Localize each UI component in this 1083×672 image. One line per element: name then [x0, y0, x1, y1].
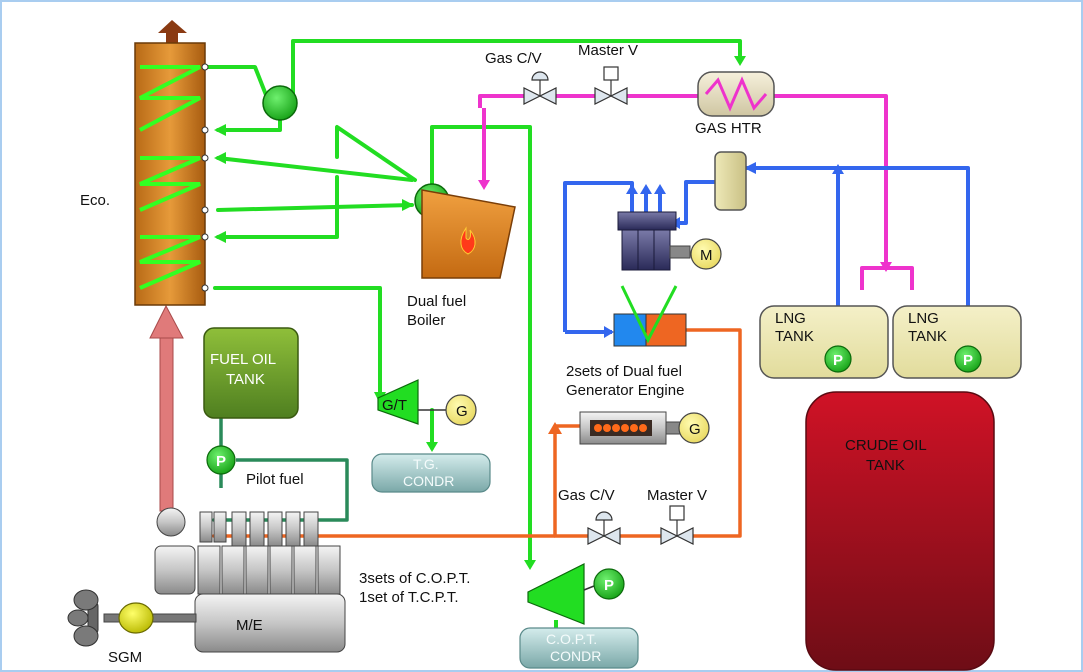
copt-label-1: 3sets of C.O.P.T. [359, 570, 470, 587]
crude-oil-tank-label-1: CRUDE OIL [845, 437, 927, 454]
eco-label: Eco. [80, 192, 110, 209]
tg-condr-label-1: T.G. [413, 456, 439, 472]
lng-pump-1-label: P [833, 352, 843, 369]
lng-tank-1 [759, 305, 889, 379]
pilot-fuel-label: Pilot fuel [246, 471, 304, 488]
pilot-pump-icon[interactable] [206, 445, 236, 475]
economizer [134, 20, 209, 306]
main-engine [103, 507, 346, 653]
gas-htr-label: GAS HTR [695, 120, 762, 137]
gas-cv-bottom-label: Gas C/V [558, 487, 615, 504]
pilot-fuel-line [214, 418, 349, 522]
copt-pump-label: P [604, 577, 614, 594]
steam-drum-icon [262, 85, 298, 121]
lng-tank-1-label-1: LNG [775, 310, 806, 327]
lng-pump-2-icon[interactable] [954, 345, 982, 373]
motor-label: M [700, 247, 713, 264]
flame-icon [460, 226, 476, 255]
generator-g2-icon [678, 412, 710, 444]
master-v-top-label: Master V [578, 42, 638, 59]
df-fuel-mixer-icon [613, 285, 687, 347]
tg-condr-label-2: CONDR [403, 473, 454, 489]
propeller-icon [67, 589, 99, 647]
master-v-bottom-label: Master V [647, 487, 707, 504]
fuel-oil-tank [203, 327, 299, 419]
chimney-arrow-icon [158, 20, 187, 33]
crude-oil-tank-label-2: TANK [866, 457, 905, 474]
gas-heater [697, 71, 775, 117]
df-engine-icon [617, 211, 691, 271]
fuel-oil-tank-label-1: FUEL OIL [210, 351, 276, 368]
copt-condr-label-2: CONDR [550, 648, 601, 664]
lng-pump-1-icon[interactable] [824, 345, 852, 373]
gas-cv-valve-bottom-icon[interactable] [587, 511, 621, 545]
copt-pump-icon[interactable] [593, 568, 625, 600]
copt-label-2: 1set of T.C.P.T. [359, 589, 459, 606]
lng-tank-2-label-2: TANK [908, 328, 947, 345]
tg-condenser [371, 453, 491, 493]
exhaust-pipe [149, 304, 184, 512]
dfge-label-2: Generator Engine [566, 382, 684, 399]
boiler-label-2: Boiler [407, 312, 445, 329]
sgm-label: SGM [108, 649, 142, 666]
lng-pump-2-label: P [963, 352, 973, 369]
me-label: M/E [236, 617, 263, 634]
motor-icon [690, 238, 722, 270]
dual-fuel-boiler [421, 189, 516, 279]
sgm-icon [118, 602, 154, 634]
generator-engine-icon [579, 411, 681, 445]
copt-condenser [519, 627, 639, 669]
fuel-oil-tank-label-2: TANK [226, 371, 265, 388]
lng-tank-1-label-2: TANK [775, 328, 814, 345]
dfge-label-1: 2sets of Dual fuel [566, 363, 682, 380]
copt-turbine-icon [527, 563, 585, 625]
generator-g1-icon [445, 394, 477, 426]
generator-g2-label: G [689, 421, 701, 438]
gas-separator-icon [714, 151, 747, 211]
pilot-pump-label: P [216, 453, 226, 470]
steam-arrowheads [214, 56, 746, 570]
boiler-label-1: Dual fuel [407, 293, 466, 310]
lng-tank-2 [892, 305, 1022, 379]
gt-label: G/T [382, 397, 407, 414]
generator-g1-label: G [456, 403, 468, 420]
master-v-valve-top-icon[interactable] [594, 66, 628, 105]
gas-cv-top-label: Gas C/V [485, 50, 542, 67]
gas-cv-valve-top-icon[interactable] [523, 71, 557, 105]
crude-oil-tank [805, 391, 995, 671]
gas-turbine-icon [377, 379, 419, 425]
lng-tank-2-label-1: LNG [908, 310, 939, 327]
lng-arrowheads [604, 162, 844, 338]
copt-condr-label-1: C.O.P.T. [546, 631, 597, 647]
master-v-valve-bottom-icon[interactable] [660, 505, 694, 545]
gas-arrowheads [478, 180, 892, 272]
